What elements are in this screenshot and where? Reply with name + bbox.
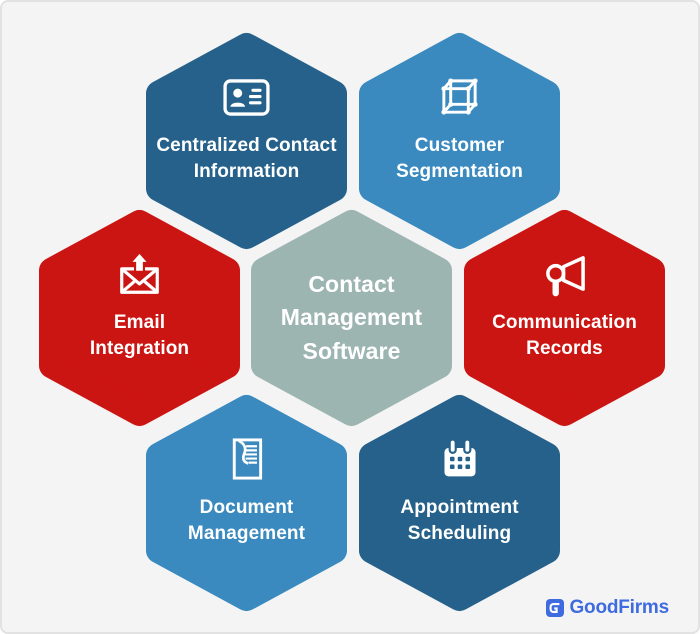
- hexagon-centralized-contact-information: Centralized Contact Information: [146, 32, 347, 250]
- hexagon-shape: [251, 210, 452, 426]
- hexagon-label: Communication Records: [492, 310, 637, 360]
- hexagon-document-management: Document Management: [146, 394, 347, 612]
- hexagon-label: Customer Segmentation: [396, 133, 523, 183]
- hexagon-label: Email Integration: [90, 310, 189, 360]
- document-icon: [227, 434, 267, 484]
- label-line: Customer: [414, 135, 505, 157]
- label-line: Information: [193, 160, 300, 182]
- hexagon-contact-management-software: Contact Management Software: [251, 209, 452, 427]
- goodfirms-logo: GoodFirms: [546, 597, 669, 619]
- label-line: Integration: [89, 337, 190, 359]
- label-line: Email: [113, 312, 166, 334]
- megaphone-icon: [541, 249, 588, 299]
- label-line: Centralized Contact: [156, 135, 337, 157]
- hexagon-communication-records: Communication Records: [464, 209, 665, 427]
- label-line: Communication: [492, 312, 637, 334]
- calendar-icon: [438, 434, 482, 484]
- label-line: Contact: [308, 270, 395, 297]
- hexagon-label: Document Management: [188, 495, 305, 545]
- label-line: Management: [280, 304, 423, 331]
- goodfirms-icon: [546, 599, 565, 617]
- label-line: Scheduling: [407, 522, 512, 544]
- hexagon-customer-segmentation: Customer Segmentation: [359, 32, 560, 250]
- hexagon-shape: [464, 210, 665, 426]
- email-export-icon: [117, 249, 162, 299]
- center-title: Contact Management Software: [281, 268, 423, 368]
- label-line: Appointment: [400, 497, 519, 519]
- label-line: Document: [199, 497, 294, 519]
- hexagon-appointment-scheduling: Appointment Scheduling: [359, 394, 560, 612]
- goodfirms-text: GoodFirms: [569, 597, 669, 618]
- hexagon-shape: [359, 33, 560, 249]
- hexagon-shape: [39, 210, 240, 426]
- hexagon-label: Appointment Scheduling: [400, 495, 518, 545]
- hexagon-shape: [146, 33, 347, 249]
- hexagon-shape: [146, 395, 347, 611]
- hexagon-label: Centralized Contact Information: [156, 133, 336, 183]
- hexagon-shape: [359, 395, 560, 611]
- label-line: Management: [187, 522, 306, 544]
- contact-card-icon: [223, 72, 270, 122]
- label-line: Segmentation: [396, 160, 523, 182]
- label-line: Records: [526, 337, 603, 359]
- hexagon-email-integration: Email Integration: [39, 209, 240, 427]
- label-line: Software: [302, 337, 401, 364]
- cube-icon: [437, 72, 482, 122]
